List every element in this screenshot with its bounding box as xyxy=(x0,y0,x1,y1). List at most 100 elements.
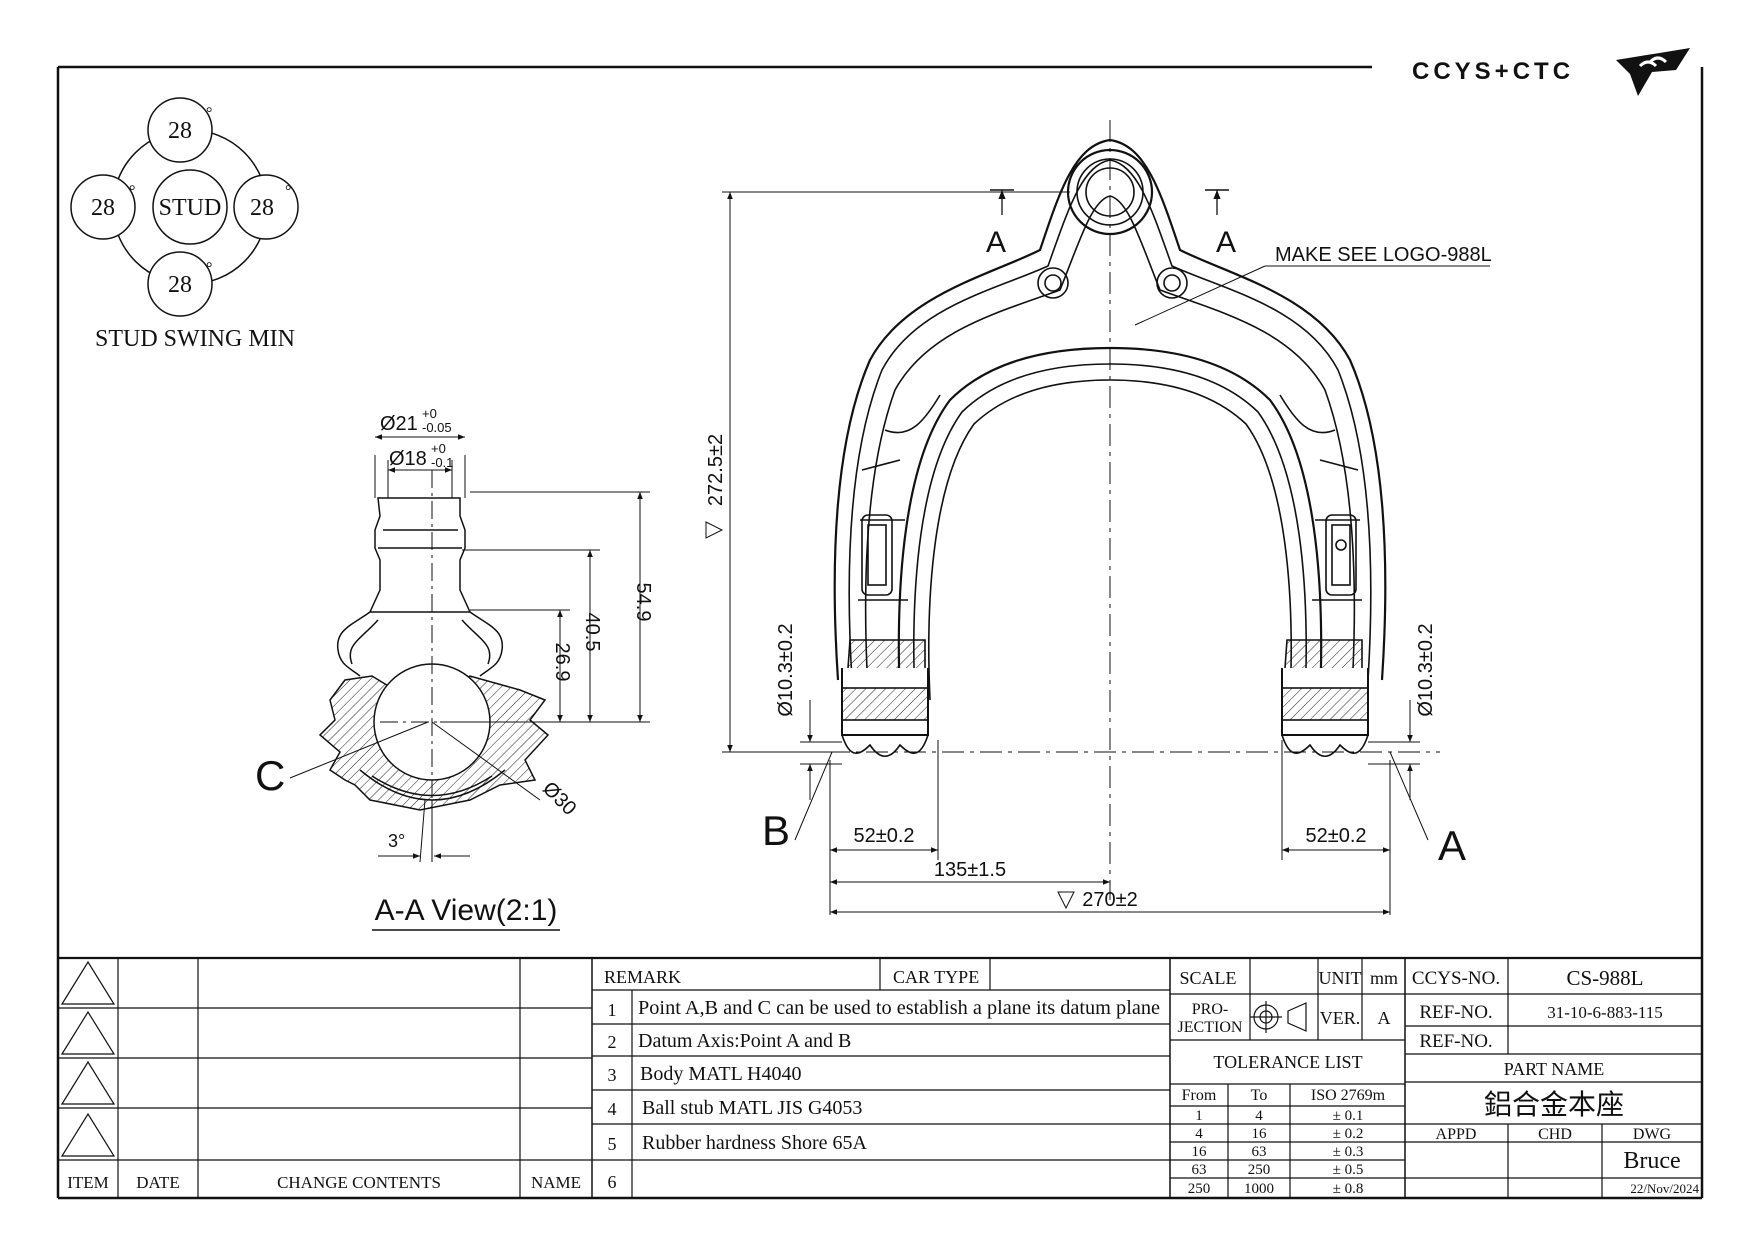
logo-text: CCYS+CTC xyxy=(1412,58,1574,85)
dim-stud-outer-tol-low: -0.05 xyxy=(422,420,452,435)
dim-half-span: 135±1.5 xyxy=(934,859,1006,881)
remark-no-1: 1 xyxy=(608,1000,617,1020)
tolerance-to: 1000 xyxy=(1244,1181,1274,1197)
swing-angle-left: 28 xyxy=(91,195,115,221)
tolerance-value: ± 0.2 xyxy=(1333,1126,1364,1142)
remark-no-3: 3 xyxy=(608,1065,617,1085)
remark-no-6: 6 xyxy=(608,1172,617,1192)
tolerance-col-iso: ISO 2769m xyxy=(1311,1087,1386,1104)
dwg-drafter-name: Bruce xyxy=(1623,1148,1680,1174)
dim-bush-width-right: 52±0.2 xyxy=(1305,825,1366,847)
dim-bush-dia-right: Ø10.3±0.2 xyxy=(1415,623,1437,716)
swing-angle-right: 28 xyxy=(250,195,274,221)
tolerance-to: 250 xyxy=(1248,1162,1271,1178)
company-logo: CCYS+CTC xyxy=(1412,48,1690,96)
tolerance-col-from: From xyxy=(1182,1087,1217,1104)
tolerance-to: 16 xyxy=(1252,1126,1268,1142)
dim-ball-dia: Ø30 xyxy=(538,778,580,820)
remark-label: REMARK xyxy=(604,967,681,987)
ref-no-value-1: 31-10-6-883-115 xyxy=(1547,1003,1663,1022)
projection-label-2: JECTION xyxy=(1178,1019,1243,1036)
degree-mark: ° xyxy=(129,183,135,200)
tolerance-value: ± 0.8 xyxy=(1333,1181,1364,1197)
stud-swing-caption: STUD SWING MIN xyxy=(95,326,295,352)
dim-stud-inner-tol-low: -0.1 xyxy=(431,455,453,470)
chd-label: CHD xyxy=(1538,1126,1572,1143)
unit-value: mm xyxy=(1370,968,1398,988)
dim-stud-outer-tol-up: +0 xyxy=(422,406,437,421)
title-block xyxy=(1405,958,1702,1198)
remark-no-4: 4 xyxy=(608,1099,617,1119)
tolerance-from: 1 xyxy=(1195,1108,1203,1124)
remark-text-1: Point A,B and C can be used to establish… xyxy=(638,997,1160,1019)
ver-value: A xyxy=(1378,1008,1391,1028)
dim-bush-width-left: 52±0.2 xyxy=(853,825,914,847)
revision-header-name: NAME xyxy=(531,1173,581,1192)
section-mark-a-left: A xyxy=(986,226,1006,259)
swing-angle-top: 28 xyxy=(168,118,192,144)
degree-mark: ° xyxy=(206,260,212,277)
remark-text-5: Rubber hardness Shore 65A xyxy=(642,1132,868,1154)
revision-header-change: CHANGE CONTENTS xyxy=(277,1173,441,1192)
degree-mark: ° xyxy=(206,105,212,122)
swing-angle-bottom: 28 xyxy=(168,272,192,298)
stud-swing-diagram xyxy=(70,97,299,317)
remark-text-3: Body MATL H4040 xyxy=(640,1063,801,1085)
dim-bush-dia-left: Ø10.3±0.2 xyxy=(775,623,797,716)
unit-label: UNIT xyxy=(1319,968,1362,988)
dim-26-9: 26.9 xyxy=(551,643,573,682)
section-view-title: A-A View(2:1) xyxy=(375,894,558,927)
projection-symbol-icon xyxy=(1250,1001,1307,1033)
remark-no-2: 2 xyxy=(608,1032,617,1052)
ref-no-label-2: REF-NO. xyxy=(1419,1031,1492,1052)
dim-40-5: 40.5 xyxy=(581,613,603,652)
remark-text-4: Ball stub MATL JIS G4053 xyxy=(642,1097,862,1119)
dim-full-span: 270±2 xyxy=(1082,889,1137,911)
tolerance-list-title: TOLERANCE LIST xyxy=(1213,1052,1362,1072)
tolerance-from: 250 xyxy=(1188,1181,1211,1197)
dim-height: 272.5±2 xyxy=(705,434,727,506)
point-c-label: C xyxy=(255,752,285,799)
section-mark-a-right: A xyxy=(1216,226,1236,259)
drawing-date: 22/Nov/2024 xyxy=(1630,1181,1699,1196)
dim-stud-inner-tol-up: +0 xyxy=(431,441,446,456)
dim-stud-outer-dia: Ø21 xyxy=(380,413,418,435)
tolerance-from: 4 xyxy=(1195,1126,1203,1142)
tolerance-to: 63 xyxy=(1252,1144,1267,1160)
tolerance-value: ± 0.1 xyxy=(1333,1108,1364,1124)
remark-no-5: 5 xyxy=(608,1134,617,1154)
dim-stud-inner-dia: Ø18 xyxy=(389,448,427,470)
point-a-label: A xyxy=(1438,822,1466,869)
tolerance-from: 63 xyxy=(1192,1162,1207,1178)
logo-note: MAKE SEE LOGO-988L xyxy=(1275,244,1492,266)
part-name-label: PART NAME xyxy=(1504,1059,1604,1079)
drawing-frame xyxy=(56,65,1704,1200)
tolerance-from: 16 xyxy=(1192,1144,1208,1160)
revision-header-item: ITEM xyxy=(67,1173,109,1192)
logo-emblem-icon xyxy=(1616,48,1690,96)
ccys-no-label: CCYS-NO. xyxy=(1412,968,1500,989)
dim-angle: 3° xyxy=(388,831,405,851)
revision-header-date: DATE xyxy=(136,1173,179,1192)
dwg-label: DWG xyxy=(1633,1126,1672,1143)
point-b-label: B xyxy=(762,807,790,854)
tolerance-value: ± 0.3 xyxy=(1333,1144,1364,1160)
stud-label: STUD xyxy=(159,195,222,221)
tolerance-value: ± 0.5 xyxy=(1333,1162,1364,1178)
projection-label-1: PRO- xyxy=(1192,1001,1228,1018)
car-type-label: CAR TYPE xyxy=(893,967,979,987)
ref-no-label-1: REF-NO. xyxy=(1419,1002,1492,1023)
part-name-value: 鋁合金本座 xyxy=(1484,1089,1624,1121)
remarks-table xyxy=(592,958,1171,1198)
ccys-no-value: CS-988L xyxy=(1566,966,1643,990)
tolerance-col-to: To xyxy=(1251,1087,1268,1104)
dim-54-9: 54.9 xyxy=(632,583,654,622)
tolerance-block xyxy=(1170,958,1406,1198)
ver-label: VER. xyxy=(1320,1008,1361,1028)
remark-text-2: Datum Axis:Point A and B xyxy=(638,1030,851,1052)
appd-label: APPD xyxy=(1436,1126,1477,1143)
tolerance-to: 4 xyxy=(1255,1108,1263,1124)
scale-label: SCALE xyxy=(1179,968,1236,988)
section-view-aa xyxy=(289,434,650,931)
